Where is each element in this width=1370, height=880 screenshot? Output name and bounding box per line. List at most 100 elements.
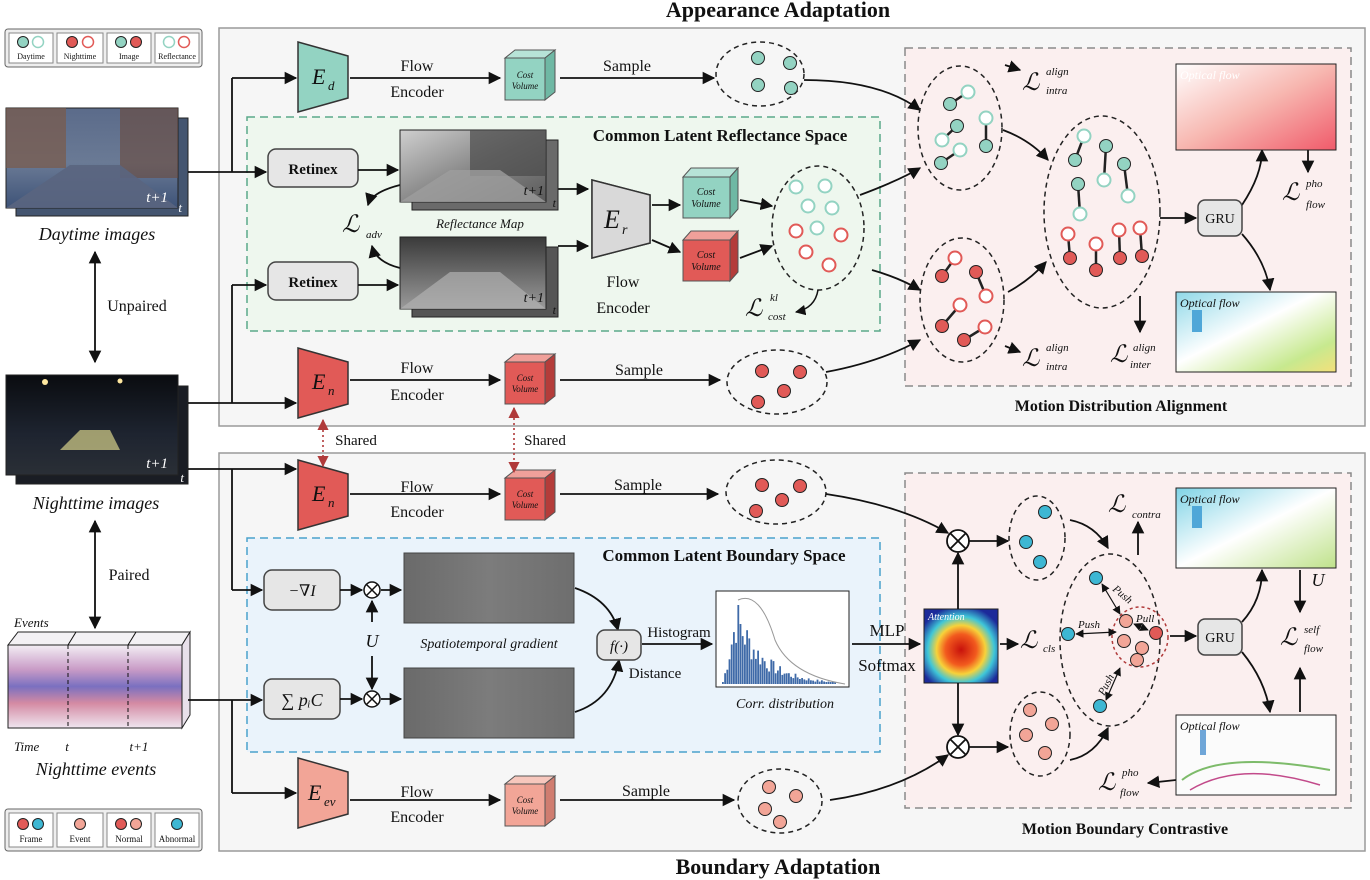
cluster-align-night	[919, 237, 1005, 363]
alignment-in-arrows	[803, 60, 1315, 373]
histogram-bar	[825, 682, 828, 684]
refl-top-t1: t+1	[524, 184, 544, 199]
sample-arrows	[560, 71, 736, 807]
pull-label: Pull	[1135, 613, 1154, 625]
legend-event: Event	[70, 834, 91, 844]
histogram-bar	[781, 674, 784, 684]
lpt-L: ℒ	[1282, 180, 1300, 206]
er-encoder-label: Encoder	[596, 300, 650, 317]
encoder-eev: E ev	[297, 757, 349, 829]
lpb-sup: pho	[1121, 767, 1139, 779]
histogram-bar	[761, 657, 764, 684]
spatiotemporal-grad-image	[403, 552, 575, 624]
histogram-bar	[752, 649, 755, 684]
grad-box: −∇I	[263, 569, 341, 611]
loss-align-intra-bottom: ℒ align intra	[1022, 342, 1069, 373]
optical-flow-top-2: Optical flow	[1175, 291, 1337, 373]
shared-label-2: Shared	[524, 433, 566, 449]
ls-L: ℒ	[1280, 625, 1298, 651]
of3-label: Optical flow	[1180, 492, 1240, 506]
loss-contra: ℒ contra	[1108, 492, 1161, 521]
kl-arrow	[794, 289, 819, 316]
contrastive-title: Motion Boundary Contrastive	[1022, 821, 1228, 838]
cv5-b: Volume	[691, 199, 721, 210]
lait-sup: align	[1046, 66, 1069, 78]
cost-volume-en-bottom: Cost Volume	[503, 468, 557, 522]
optical-flow-bottom-2: Optical flow	[1175, 714, 1337, 796]
title-boundary: Boundary Adaptation	[676, 854, 881, 879]
flow-label-3: Flow	[401, 479, 434, 496]
encoder-label-2: Encoder	[390, 387, 444, 404]
spatio-grad-label: Spatiotemporal gradient	[420, 637, 558, 652]
encoder-en-top: E n	[297, 347, 349, 419]
encoder-en-top-letter: E	[311, 369, 326, 394]
legend-abnormal: Abnormal	[159, 834, 196, 844]
legend-nighttime: Nighttime	[64, 52, 97, 61]
legend-image: Image	[119, 52, 139, 61]
flow-label-2: Flow	[401, 360, 434, 377]
encoder-er-letter: E	[603, 205, 620, 234]
nighttime-images: t+1 t	[5, 374, 189, 485]
histogram-bar	[759, 664, 762, 684]
lpt-sub: flow	[1306, 199, 1326, 211]
lain-L: ℒ	[1110, 342, 1128, 368]
loss-pho-bottom: ℒ pho flow	[1098, 767, 1140, 799]
sum-box: ∑ pᵢC	[263, 678, 341, 720]
encoder-en-bottom: E n	[297, 459, 349, 531]
lc-sub: contra	[1132, 509, 1161, 521]
encoder-eev-sub: ev	[324, 794, 336, 809]
of2-label: Optical flow	[1180, 296, 1240, 310]
grad-label: −∇I	[288, 583, 316, 600]
cv4-a: Cost	[517, 795, 534, 805]
push-label-2: Push	[1077, 619, 1101, 631]
events-label: Events	[13, 615, 49, 630]
refl-top-t: t	[553, 196, 557, 210]
corr-dist-label: Corr. distribution	[736, 697, 834, 712]
loss-kl-cost: ℒ kl cost	[745, 292, 787, 323]
histogram-bar	[763, 661, 766, 684]
histogram-bar	[735, 642, 737, 684]
encoder-en-top-sub: n	[328, 383, 335, 398]
histogram-bar	[750, 659, 753, 684]
u-label-right: U	[1312, 570, 1326, 590]
gru-top: GRU	[1197, 199, 1243, 237]
histogram-bar	[770, 659, 773, 684]
encoder-label-4: Encoder	[390, 809, 444, 826]
boundary-arrows	[340, 583, 922, 713]
histogram-bar	[792, 678, 795, 684]
histogram-label: Histogram	[647, 625, 711, 641]
cv1-b: Volume	[512, 81, 539, 91]
histogram-bar	[730, 644, 733, 684]
contrastive-arrows	[825, 493, 1307, 801]
distance-label: Distance	[629, 666, 682, 682]
cv1-a: Cost	[517, 70, 534, 80]
cluster-reflectance	[771, 165, 865, 291]
optical-flow-bottom-1: Optical flow	[1175, 487, 1337, 569]
cost-volume-en-top: Cost Volume	[503, 352, 557, 406]
f-box: f(·)	[596, 629, 642, 661]
flow-label-4: Flow	[401, 784, 434, 801]
histogram-bar	[726, 669, 729, 684]
histogram-bar	[728, 659, 731, 684]
loss-align-inter: ℒ align inter	[1110, 342, 1156, 371]
histogram-bar	[816, 679, 819, 684]
daytime-t1: t+1	[146, 190, 168, 206]
histogram-bar	[827, 681, 830, 684]
refl-bottom-t: t	[553, 303, 557, 317]
gru-bottom-label: GRU	[1205, 631, 1235, 646]
lain-sup: align	[1133, 342, 1156, 354]
lain-sub: inter	[1130, 359, 1151, 371]
histogram-bar	[733, 632, 735, 684]
cluster-day-sample	[715, 41, 805, 107]
second-grad-image	[403, 667, 575, 739]
histogram-bar	[748, 638, 751, 684]
histogram-bar	[810, 680, 812, 684]
loss-cls: ℒ cls	[1020, 628, 1055, 655]
paired-label: Paired	[109, 567, 150, 584]
histogram-bars	[722, 605, 836, 684]
u-label: U	[366, 631, 380, 651]
histogram-bar	[746, 630, 748, 684]
cv6-a: Cost	[697, 250, 716, 261]
sample-label-2: Sample	[615, 362, 663, 379]
